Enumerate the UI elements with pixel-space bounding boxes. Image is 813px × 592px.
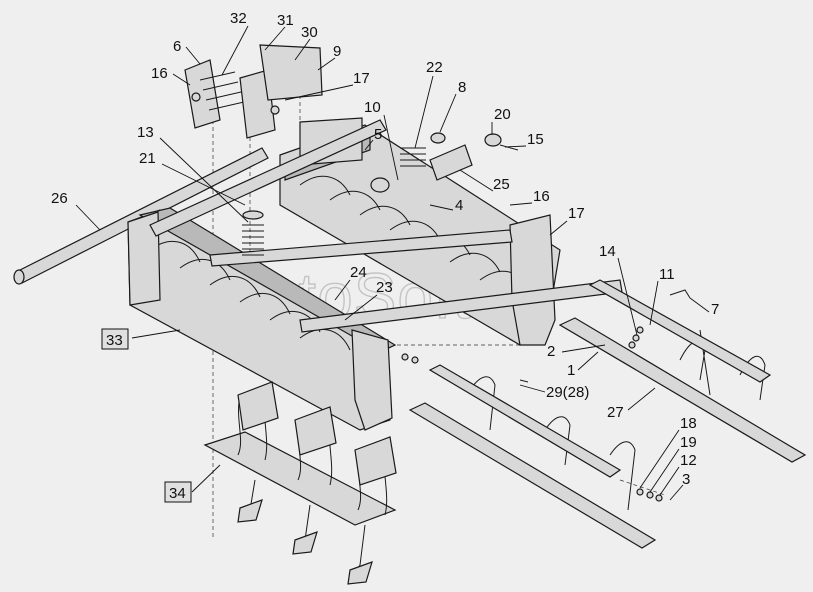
callout-c31: 31 <box>277 12 294 29</box>
callout-c20: 20 <box>494 106 511 123</box>
callout-c17a: 17 <box>353 70 370 87</box>
bracket-parts <box>184 44 323 139</box>
callout-c26: 26 <box>51 190 68 207</box>
callout-c22: 22 <box>426 59 443 76</box>
shaft-upper <box>428 279 772 478</box>
callout-c7: 7 <box>711 301 719 318</box>
callout-c24: 24 <box>350 264 367 281</box>
leader-lines <box>75 25 710 501</box>
tine-assembly-34 <box>203 381 397 585</box>
callout-c2: 2 <box>547 343 555 360</box>
callout-c29: 29(28) <box>546 384 589 401</box>
callout-c25: 25 <box>493 176 510 193</box>
boxed-callout-label-b34: 34 <box>169 485 186 502</box>
boxed-callout-frame <box>101 328 129 350</box>
boxed-callout-frame <box>164 481 192 503</box>
frame-beam <box>149 119 623 333</box>
callout-c32: 32 <box>230 10 247 27</box>
boxed-callout-label-b33: 33 <box>106 332 123 349</box>
callout-c6: 6 <box>173 38 181 55</box>
callout-c16b: 16 <box>533 188 550 205</box>
boxed-callout-b33: 33 <box>101 328 129 350</box>
callout-c11: 11 <box>659 266 675 283</box>
spring-22 <box>400 132 446 167</box>
callout-c18: 18 <box>680 415 697 432</box>
callout-c1: 1 <box>567 362 575 379</box>
callout-c16a: 16 <box>151 65 168 82</box>
callout-c21: 21 <box>139 150 156 167</box>
callout-c23: 23 <box>376 279 393 296</box>
callout-c4: 4 <box>455 197 463 214</box>
spring-13 <box>242 210 264 256</box>
callout-c27: 27 <box>607 404 624 421</box>
harrow-bar-29 <box>408 376 657 549</box>
callout-c13: 13 <box>137 124 154 141</box>
callout-c14: 14 <box>599 243 616 260</box>
callout-c30: 30 <box>301 24 318 41</box>
hardware-items <box>401 289 691 502</box>
callout-c8: 8 <box>458 79 466 96</box>
callout-c15: 15 <box>527 131 544 148</box>
callout-c17b: 17 <box>568 205 585 222</box>
callout-c5: 5 <box>374 126 382 143</box>
boxed-callout-b34: 34 <box>164 481 192 503</box>
bushings <box>370 133 519 193</box>
callout-c3: 3 <box>682 471 690 488</box>
callout-c12: 12 <box>680 452 697 469</box>
callout-c19: 19 <box>680 434 697 451</box>
callout-c10: 10 <box>364 99 381 116</box>
callout-c9: 9 <box>333 43 341 60</box>
